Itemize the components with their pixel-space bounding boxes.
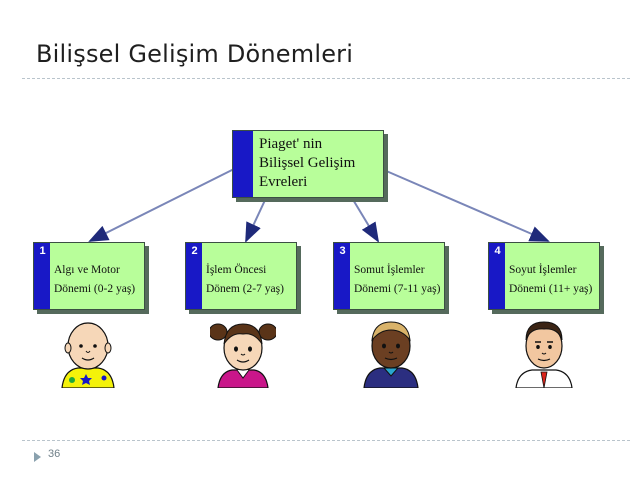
stage-line-2: Dönemi (7-11 yaş)	[354, 283, 441, 295]
baby-face-icon	[61, 322, 115, 388]
arrow-to-stage-3	[351, 197, 380, 243]
root-line-2: Bilişsel Gelişim	[259, 155, 356, 171]
stage-line-1: Soyut İşlemler	[509, 264, 577, 276]
arrow-to-stage-1	[88, 167, 237, 242]
root-box: Piaget' nin Bilişsel Gelişim Evreleri	[232, 130, 384, 198]
root-line-3: Evreleri	[259, 174, 308, 190]
stage-line-1: İşlem Öncesi	[206, 264, 267, 276]
footer-triangle-icon	[34, 452, 41, 462]
stage-box-bar	[34, 243, 50, 309]
stage-box-1: 1 Algı ve Motor Dönemi (0-2 yaş)	[33, 242, 145, 310]
page-number: 36	[48, 448, 61, 460]
stage-text: Somut İşlemler Dönemi (7-11 yaş)	[354, 261, 440, 299]
stage-number: 2	[191, 245, 198, 257]
girl-pigtails-face-icon	[210, 323, 276, 388]
stage-number: 4	[494, 245, 501, 257]
stage-line-1: Algı ve Motor	[54, 264, 120, 276]
stage-box-bar	[334, 243, 350, 309]
stage-box-2: 2 İşlem Öncesi Dönem (2-7 yaş)	[185, 242, 297, 310]
stage-box-bar	[489, 243, 505, 309]
title-divider	[22, 78, 630, 79]
stage-line-2: Dönem (2-7 yaş)	[206, 283, 284, 295]
stage-box-3: 3 Somut İşlemler Dönemi (7-11 yaş)	[333, 242, 445, 310]
stage-number: 1	[39, 245, 46, 257]
stage-box-bar	[186, 243, 202, 309]
stage-line-2: Dönemi (0-2 yaş)	[54, 283, 136, 295]
stage-number: 3	[339, 245, 346, 257]
stage-text: Algı ve Motor Dönemi (0-2 yaş)	[54, 261, 135, 299]
arrow-to-stage-4	[383, 169, 550, 242]
root-box-text: Piaget' nin Bilişsel Gelişim Evreleri	[259, 135, 355, 192]
stage-text: Soyut İşlemler Dönemi (11+ yaş)	[509, 261, 592, 299]
footer-divider	[22, 440, 630, 441]
stage-line-2: Dönemi (11+ yaş)	[509, 283, 593, 295]
root-line-1: Piaget' nin	[259, 136, 323, 152]
slide-title: Bilişsel Gelişim Dönemleri	[36, 40, 354, 68]
boy-face-icon	[363, 321, 419, 388]
stage-line-1: Somut İşlemler	[354, 264, 425, 276]
root-box-bar	[233, 131, 253, 197]
stage-text: İşlem Öncesi Dönem (2-7 yaş)	[206, 261, 284, 299]
man-face-icon	[515, 321, 573, 388]
stage-box-4: 4 Soyut İşlemler Dönemi (11+ yaş)	[488, 242, 600, 310]
arrow-to-stage-2	[245, 197, 267, 243]
